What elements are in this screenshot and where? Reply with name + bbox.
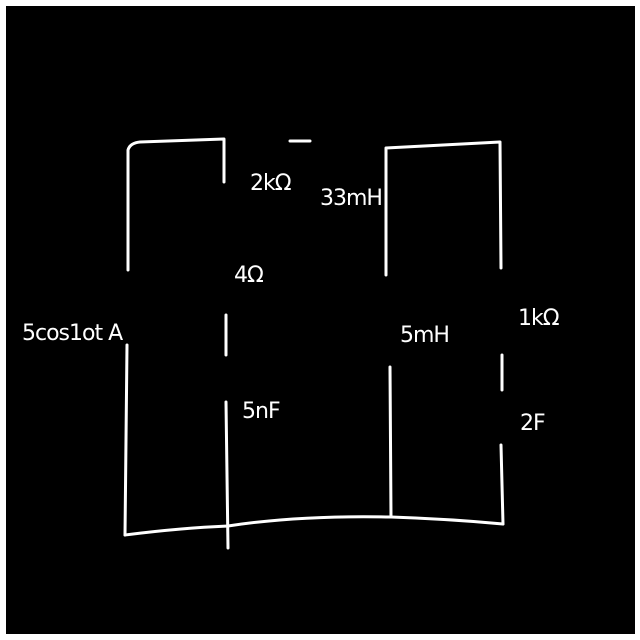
circuit-wires [123, 137, 505, 550]
left-branch-upper [126, 137, 226, 272]
far-right-lower [499, 443, 505, 526]
resistor-far-label: 1kΩ [518, 306, 559, 331]
component-labels: 5cos1ot A 2kΩ 33mH 4Ω 5nF 5mH 1kΩ 2F [22, 171, 560, 436]
capacitor-mid-label: 5nF [242, 399, 280, 424]
inductor-top-label: 33mH [320, 186, 382, 211]
right-loop-upper [384, 140, 503, 277]
source-label: 5cos1ot A [22, 321, 123, 346]
middle-branch-lower [224, 400, 230, 550]
bottom-wire [123, 515, 505, 537]
black-board [6, 6, 635, 634]
resistor-top-label: 2kΩ [250, 171, 291, 196]
inductor-branch-lower [388, 365, 393, 519]
left-branch-lower [123, 343, 129, 537]
capacitor-far-label: 2F [520, 411, 545, 436]
resistor-mid-label: 4Ω [234, 263, 263, 288]
inductor-right-label: 5mH [400, 323, 449, 348]
